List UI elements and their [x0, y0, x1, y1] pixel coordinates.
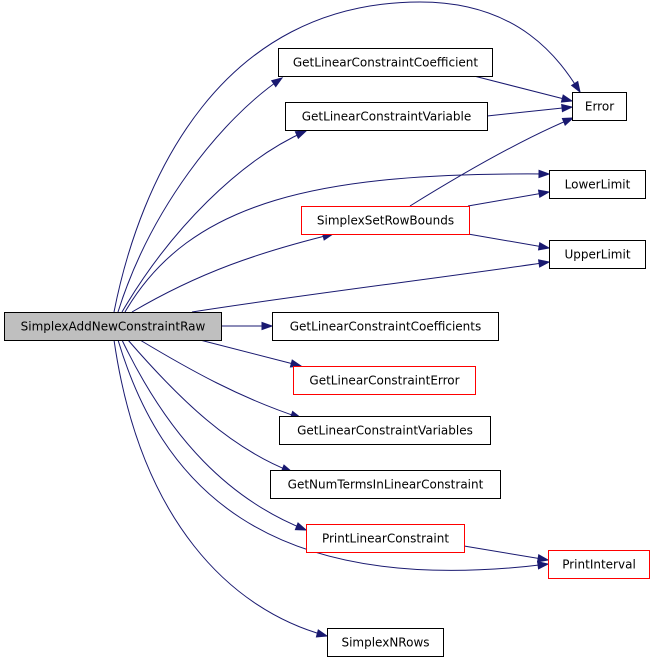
- node-box[interactable]: [278, 48, 493, 77]
- edge-root-to-upper: [191, 259, 551, 313]
- node-label: SimplexNRows: [341, 636, 429, 650]
- node-label: Error: [585, 100, 614, 114]
- edge-line: [191, 261, 550, 313]
- arrowhead-icon: [315, 629, 329, 638]
- edge-line: [463, 545, 549, 561]
- node-box[interactable]: [549, 240, 646, 269]
- node-lower[interactable]: LowerLimit: [549, 170, 646, 199]
- arrowhead-icon: [537, 259, 551, 268]
- node-box[interactable]: [4, 312, 222, 341]
- edge-ssrb-to-error: [409, 117, 575, 207]
- edge-line: [139, 339, 302, 419]
- node-box[interactable]: [285, 102, 488, 131]
- edge-line: [113, 1, 581, 313]
- node-box[interactable]: [327, 628, 444, 657]
- arrowhead-icon: [538, 169, 551, 179]
- arrowhead-icon: [537, 561, 550, 570]
- edge-root-to-glcc: [117, 77, 284, 313]
- node-glce[interactable]: GetLinearConstraintError: [293, 366, 476, 395]
- node-label: GetLinearConstraintCoefficients: [290, 320, 481, 334]
- edge-root-to-glcv: [121, 130, 308, 313]
- node-ssrb[interactable]: SimplexSetRowBounds: [301, 206, 470, 235]
- edge-root-to-lower: [124, 169, 551, 313]
- node-root[interactable]: SimplexAddNewConstraintRaw: [4, 312, 222, 341]
- node-box[interactable]: [572, 92, 627, 121]
- arrowhead-icon: [561, 103, 574, 113]
- node-label: UpperLimit: [564, 248, 630, 262]
- edge-line: [113, 339, 328, 637]
- edge-line: [473, 75, 573, 102]
- edge-line: [127, 339, 293, 473]
- edge-glcc-to-error: [473, 75, 574, 103]
- node-glcvs[interactable]: GetLinearConstraintVariables: [279, 416, 491, 445]
- node-box[interactable]: [548, 550, 650, 579]
- edge-root-to-pint: [117, 339, 550, 571]
- edge-ssrb-to-upper: [467, 233, 551, 251]
- edge-line: [199, 339, 302, 367]
- edge-root-to-error: [113, 1, 581, 313]
- edge-line: [467, 233, 550, 249]
- node-label: GetNumTermsInLinearConstraint: [288, 478, 484, 492]
- node-box[interactable]: [279, 416, 491, 445]
- arrowhead-icon: [270, 77, 284, 88]
- edge-line: [467, 191, 550, 207]
- edges-layer: [113, 1, 581, 638]
- node-label: SimplexSetRowBounds: [317, 214, 454, 228]
- edge-root-to-ssrb: [131, 232, 335, 313]
- node-label: GetLinearConstraintError: [309, 374, 459, 388]
- arrowhead-icon: [294, 130, 308, 140]
- edge-ssrb-to-lower: [467, 189, 551, 207]
- edge-line: [117, 339, 549, 571]
- edge-line: [121, 339, 307, 531]
- node-plc[interactable]: PrintLinearConstraint: [306, 524, 465, 553]
- edge-root-to-glccs: [221, 321, 274, 331]
- edge-root-to-glce: [199, 339, 303, 368]
- edge-line: [117, 77, 283, 313]
- edge-line: [124, 173, 550, 313]
- edge-plc-to-pint: [463, 545, 550, 563]
- edge-glcv-to-error: [486, 103, 574, 117]
- arrowhead-icon: [289, 359, 303, 368]
- edge-root-to-snr: [113, 339, 329, 638]
- node-label: GetLinearConstraintVariable: [302, 110, 471, 124]
- node-snr[interactable]: SimplexNRows: [327, 628, 444, 657]
- node-pint[interactable]: PrintInterval: [548, 550, 650, 579]
- arrowhead-icon: [561, 117, 575, 127]
- nodes-layer: SimplexAddNewConstraintRawGetLinearConst…: [4, 48, 650, 657]
- edge-line: [131, 233, 334, 313]
- node-box[interactable]: [549, 170, 646, 199]
- node-label: GetLinearConstraintCoefficient: [293, 56, 479, 70]
- arrowhead-icon: [294, 522, 308, 531]
- arrowhead-icon: [537, 241, 551, 251]
- node-upper[interactable]: UpperLimit: [549, 240, 646, 269]
- node-gnt[interactable]: GetNumTermsInLinearConstraint: [270, 470, 501, 499]
- node-label: PrintInterval: [562, 558, 636, 572]
- edge-line: [409, 117, 574, 207]
- arrowhead-icon: [537, 189, 551, 199]
- arrowhead-icon: [536, 554, 550, 563]
- node-label: LowerLimit: [565, 178, 631, 192]
- node-label: SimplexAddNewConstraintRaw: [21, 320, 206, 334]
- node-label: PrintLinearConstraint: [322, 532, 449, 546]
- node-box[interactable]: [270, 470, 501, 499]
- edge-line: [121, 130, 307, 313]
- node-glccs[interactable]: GetLinearConstraintCoefficients: [272, 312, 499, 341]
- arrowhead-icon: [560, 94, 574, 103]
- node-box[interactable]: [293, 366, 476, 395]
- node-box[interactable]: [272, 312, 499, 341]
- node-error[interactable]: Error: [572, 92, 627, 121]
- node-label: GetLinearConstraintVariables: [297, 424, 473, 438]
- node-box[interactable]: [306, 524, 465, 553]
- arrowhead-icon: [570, 80, 581, 94]
- edge-root-to-plc: [121, 339, 308, 531]
- arrowhead-icon: [261, 321, 274, 331]
- edge-line: [486, 106, 573, 117]
- node-box[interactable]: [301, 206, 470, 235]
- node-glcv[interactable]: GetLinearConstraintVariable: [285, 102, 488, 131]
- node-glcc[interactable]: GetLinearConstraintCoefficient: [278, 48, 493, 77]
